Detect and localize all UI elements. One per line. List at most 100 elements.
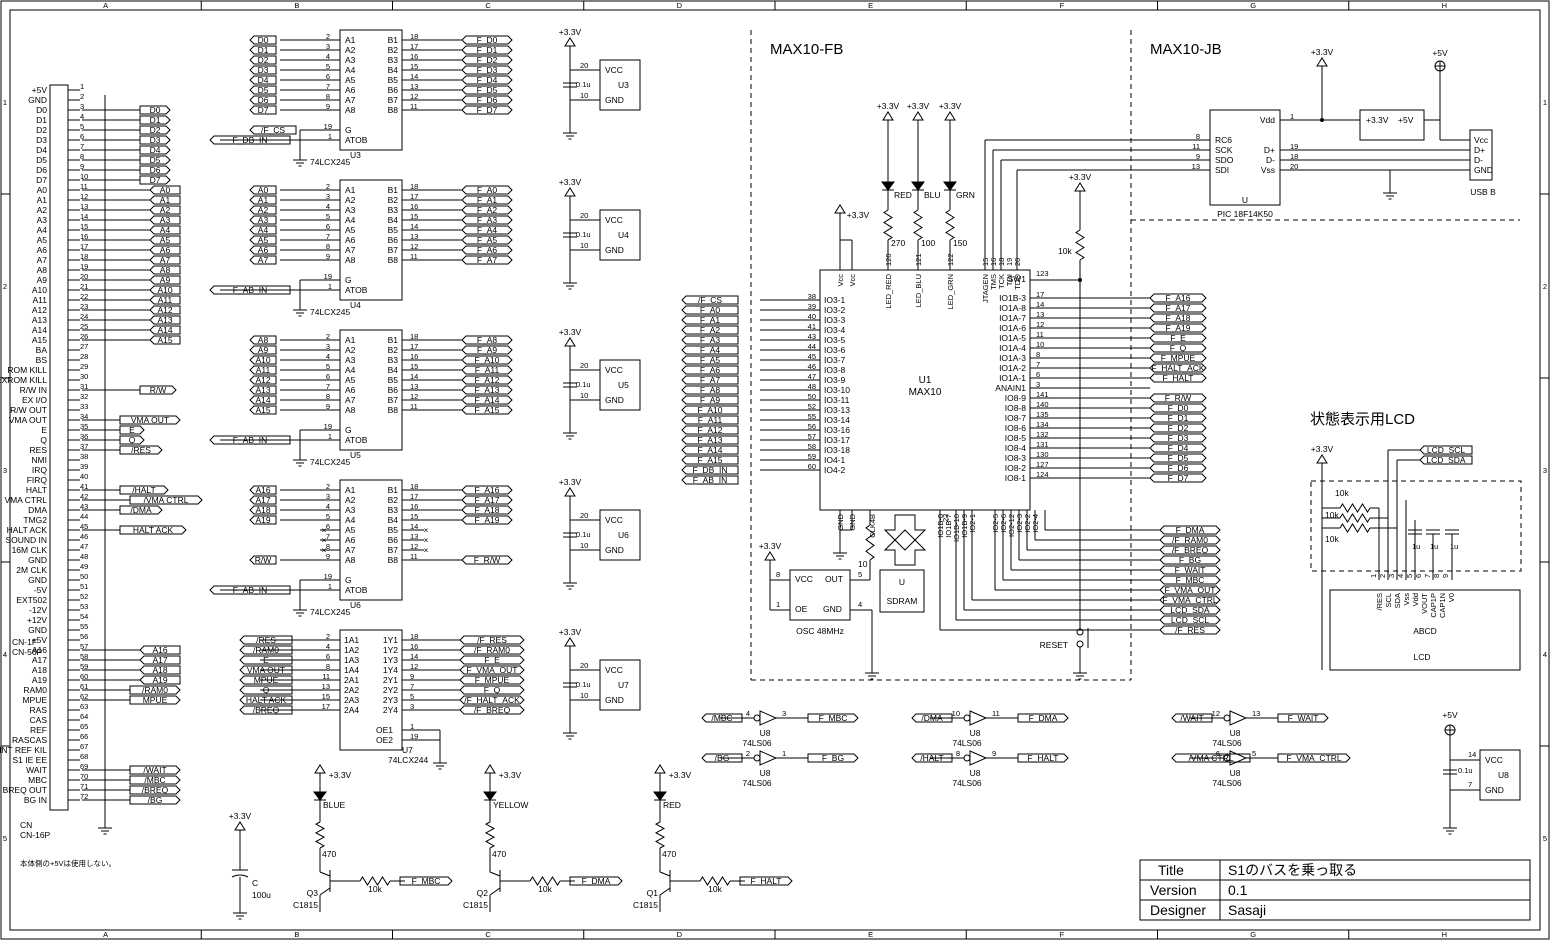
pin-label: ANAIN1	[995, 383, 1026, 393]
net-flag	[461, 505, 513, 515]
net-flag	[1159, 565, 1221, 575]
buffer-ref: U4	[350, 300, 361, 310]
net-label: A7	[258, 255, 269, 265]
pin-number: 10	[580, 391, 588, 400]
pin-number: 2	[326, 182, 330, 191]
net-label: F_AB_IN	[233, 435, 268, 445]
pin-label: ATOB	[345, 435, 368, 445]
pin-label: Vcc	[848, 274, 857, 287]
net-flag	[249, 75, 277, 85]
net-flag	[129, 775, 181, 785]
net-flag	[129, 785, 181, 795]
inverter-ref: U8	[760, 728, 771, 738]
pin-number: 16	[410, 352, 418, 361]
pin-label: A2	[345, 195, 356, 205]
pin-label: B6	[388, 235, 399, 245]
net-label: D0	[258, 35, 269, 45]
pin-label: IO3-14	[824, 415, 850, 425]
net-label: /F_BREQ	[474, 705, 511, 715]
connector-name: CN-1F	[12, 637, 37, 647]
net-label: F_A6	[477, 245, 498, 255]
pin-label: B4	[388, 515, 399, 525]
power-arrow-icon	[314, 764, 326, 774]
usb-b-connector	[1469, 129, 1493, 181]
net-label: /MBC	[144, 775, 165, 785]
led-icon	[911, 181, 925, 191]
connector-pin-label: A2	[37, 205, 48, 215]
cap-value: 0.1u	[1458, 766, 1473, 775]
net-label: F_DMA	[1176, 525, 1205, 535]
pic-part: PIC 18F14K50	[1217, 209, 1273, 219]
net-label: /F_RAM0	[1172, 535, 1208, 545]
net-flag-A0	[149, 185, 181, 195]
pin-number: 10	[1036, 340, 1044, 349]
pin-label: A4	[345, 515, 356, 525]
power-label: +5V	[1442, 710, 1458, 720]
pin-label: A6	[345, 535, 356, 545]
resistor-icon	[913, 209, 923, 241]
pin-label: A2	[345, 345, 356, 355]
connector-pin-number: 44	[80, 512, 88, 521]
section-jb-title: MAX10-JB	[1150, 41, 1222, 58]
net-label: F_A7	[477, 255, 498, 265]
pin-label: B7	[388, 545, 399, 555]
net-flag	[1149, 313, 1207, 323]
connector-pin-label: +5V	[32, 85, 48, 95]
connector-pin-label: +5V	[32, 635, 48, 645]
net-label: R/W	[255, 555, 272, 565]
pin-label: IO8-2	[1005, 463, 1027, 473]
pin-label: 2A1	[344, 675, 359, 685]
transistor-icon	[319, 887, 331, 896]
net-flag	[129, 795, 181, 805]
pin-number: 18	[410, 632, 418, 641]
net-flag	[129, 765, 181, 775]
pin-number: 2	[326, 632, 330, 641]
pin-number: 11	[410, 552, 418, 561]
frame-row-label: 5	[1543, 834, 1547, 843]
pin-number: 8	[326, 662, 330, 671]
connector-pin-number: 49	[80, 562, 88, 571]
connector-pin-number: 41	[80, 482, 88, 491]
resistor-icon	[945, 209, 955, 241]
pin-label: ATOB	[345, 585, 368, 595]
net-label: F_VMA_OUT	[466, 665, 517, 675]
power-U5	[599, 359, 641, 411]
net-label: A9	[160, 275, 171, 285]
connector-pin-number: 65	[80, 722, 88, 731]
pin-number: 16	[410, 52, 418, 61]
connector-pin-number: 38	[80, 452, 88, 461]
net-label: A8	[258, 335, 269, 345]
pin-number: 12	[410, 542, 418, 551]
net-label: F_A11	[475, 365, 500, 375]
net-flag	[209, 285, 291, 295]
connector-pin-label: A18	[32, 665, 47, 675]
net-flag	[1159, 575, 1221, 585]
pin-label: IO8-7	[1005, 413, 1027, 423]
pin-label: IO4-2	[824, 465, 846, 475]
pin-number: 3	[1387, 574, 1396, 578]
pin-label: IO4-1	[824, 455, 846, 465]
net-flag	[249, 65, 277, 75]
net-flag	[459, 685, 525, 695]
no-connect-icon: ×	[424, 525, 429, 535]
pin-label: A6	[345, 385, 356, 395]
net-label: LCD_SCL	[1171, 615, 1210, 625]
inverter-icon	[969, 750, 988, 766]
net-label: E	[263, 655, 269, 665]
net-label: F_Q	[1170, 343, 1187, 353]
net-flag	[249, 225, 277, 235]
pin-number: 4	[746, 709, 750, 718]
pin-label: B6	[388, 535, 399, 545]
pin-label: A2	[345, 45, 356, 55]
buffer-part: 74LCX245	[310, 457, 350, 467]
lcd-region	[1310, 480, 1522, 572]
pin-label: 2A2	[344, 685, 359, 695]
pin-number: 4	[326, 502, 330, 511]
connector-pin-number: 7	[80, 142, 84, 151]
pin-number: 19	[324, 572, 332, 581]
net-label: LCD_SCL	[1427, 445, 1466, 455]
connector-pin-number: 17	[80, 242, 88, 251]
net-label: D6	[258, 95, 269, 105]
net-label: /F_BREQ	[1172, 545, 1209, 555]
frame-col-label: D	[677, 1, 683, 10]
